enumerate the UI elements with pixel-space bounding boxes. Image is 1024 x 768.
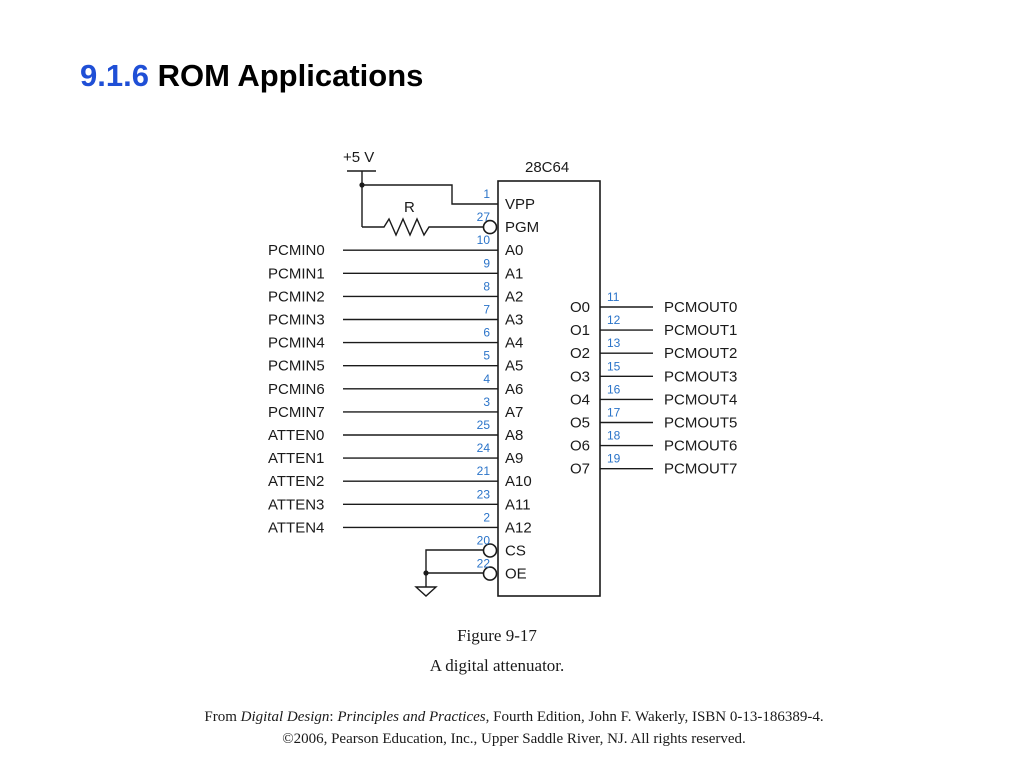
pin-number-cs: 20 [477, 534, 491, 548]
signal-label-pcmout1: PCMOUT1 [664, 322, 737, 339]
signal-label-pcmout5: PCMOUT5 [664, 415, 737, 432]
pin-name-o0: O0 [570, 299, 590, 316]
chip-name-label: 28C64 [525, 159, 569, 176]
pin-name-a0: A0 [505, 242, 523, 259]
source-separator: : [329, 709, 338, 725]
pin-number-o2: 13 [607, 336, 621, 350]
figure-caption: A digital attenuator. [429, 656, 565, 675]
pin-number-o5: 17 [607, 406, 621, 420]
resistor-symbol [362, 217, 483, 237]
pin-name-a8: A8 [505, 427, 523, 444]
pin-name-a9: A9 [505, 450, 523, 467]
pin-number-o6: 18 [607, 429, 621, 443]
active-low-bubble-cs [482, 543, 498, 558]
slide-title: 9.1.6 ROM Applications [80, 58, 423, 94]
signal-label-pcmin0: PCMIN0 [268, 242, 325, 259]
pin-number-o1: 12 [607, 313, 621, 327]
pin-name-a7: A7 [505, 404, 523, 421]
pin-number-a6: 4 [483, 372, 490, 386]
pin-number-vpp: 1 [483, 187, 490, 201]
vpp-wire [362, 184, 498, 205]
pin-name-o2: O2 [570, 345, 590, 362]
copyright-notice: ©2006, Pearson Education, Inc., Upper Sa… [282, 731, 746, 747]
signal-label-pcmin5: PCMIN5 [268, 358, 325, 375]
pin-name-o6: O6 [570, 438, 590, 455]
pin-number-o3: 15 [607, 359, 621, 373]
pin-number-a12: 2 [483, 510, 490, 524]
pin-number-o0: 11 [607, 290, 620, 304]
pin-name-a6: A6 [505, 381, 523, 398]
pin-number-a5: 5 [483, 349, 490, 363]
pin-number-pgm: 27 [477, 210, 491, 224]
source-from: From [204, 709, 241, 725]
pin-name-o1: O1 [570, 322, 590, 339]
signal-label-pcmin7: PCMIN7 [268, 404, 325, 421]
source-citation: From Digital Design: Principles and Prac… [0, 709, 1024, 726]
source-details: , Fourth Edition, John F. Wakerly, ISBN … [485, 709, 824, 725]
ground-icon [414, 586, 438, 597]
pin-number-a2: 8 [483, 279, 490, 293]
pin-number-a8: 25 [477, 418, 491, 432]
pin-name-a4: A4 [505, 335, 523, 352]
pin-number-a11: 23 [477, 487, 491, 501]
pin-name-a2: A2 [505, 288, 523, 305]
pin-number-a4: 6 [483, 326, 490, 340]
supply-voltage-label: +5 V [343, 149, 374, 166]
pin-name-a11: A11 [505, 496, 531, 513]
pin-name-oe: OE [505, 566, 527, 583]
signal-label-pcmin4: PCMIN4 [268, 335, 325, 352]
pin-name-a1: A1 [505, 265, 523, 282]
active-low-bubble-oe [482, 566, 498, 581]
pin-name-o7: O7 [570, 461, 590, 478]
pin-number-a7: 3 [483, 395, 490, 409]
signal-label-pcmout2: PCMOUT2 [664, 345, 737, 362]
active-low-bubble-pgm [482, 219, 498, 235]
pin-name-a5: A5 [505, 358, 523, 375]
pin-name-o5: O5 [570, 415, 590, 432]
pin-number-o7: 19 [607, 452, 621, 466]
signal-label-atten4: ATTEN4 [268, 519, 324, 536]
pin-number-a10: 21 [477, 464, 491, 478]
ground-junction-dot [423, 570, 429, 576]
signal-label-pcmin3: PCMIN3 [268, 312, 325, 329]
pin-name-o4: O4 [570, 391, 590, 408]
signal-label-atten3: ATTEN3 [268, 496, 324, 513]
pin-name-pgm: PGM [505, 219, 539, 236]
signal-label-pcmin1: PCMIN1 [268, 265, 325, 282]
pin-number-a9: 24 [477, 441, 491, 455]
signal-label-pcmout7: PCMOUT7 [664, 461, 737, 478]
signal-label-pcmout3: PCMOUT3 [664, 368, 737, 385]
pin-number-a1: 9 [483, 256, 490, 270]
resistor-label: R [404, 199, 415, 216]
source-book-title: Digital Design [240, 709, 330, 725]
pin-number-o4: 16 [607, 382, 621, 396]
pin-name-vpp: VPP [505, 196, 535, 213]
section-number: 9.1.6 [80, 58, 149, 93]
signal-label-pcmin2: PCMIN2 [268, 288, 325, 305]
figure-number: Figure 9-17 [457, 626, 537, 645]
signal-label-pcmout6: PCMOUT6 [664, 438, 737, 455]
pin-name-a3: A3 [505, 312, 523, 329]
signal-label-pcmout0: PCMOUT0 [664, 299, 737, 316]
signal-label-atten1: ATTEN1 [268, 450, 324, 467]
pin-name-cs: CS [505, 543, 526, 560]
section-title: ROM Applications [157, 58, 424, 93]
source-book-subtitle: Principles and Practices [337, 709, 486, 725]
signal-label-pcmout4: PCMOUT4 [664, 391, 737, 408]
pin-number-a0: 10 [477, 233, 491, 247]
pin-name-a12: A12 [505, 519, 532, 536]
signal-label-atten2: ATTEN2 [268, 473, 324, 490]
signal-label-pcmin6: PCMIN6 [268, 381, 325, 398]
cs-ground-wire [425, 549, 483, 587]
pin-number-oe: 22 [477, 557, 491, 571]
pin-name-o3: O3 [570, 368, 590, 385]
pin-number-a3: 7 [483, 303, 490, 317]
pin-name-a10: A10 [505, 473, 532, 490]
signal-label-atten0: ATTEN0 [268, 427, 324, 444]
